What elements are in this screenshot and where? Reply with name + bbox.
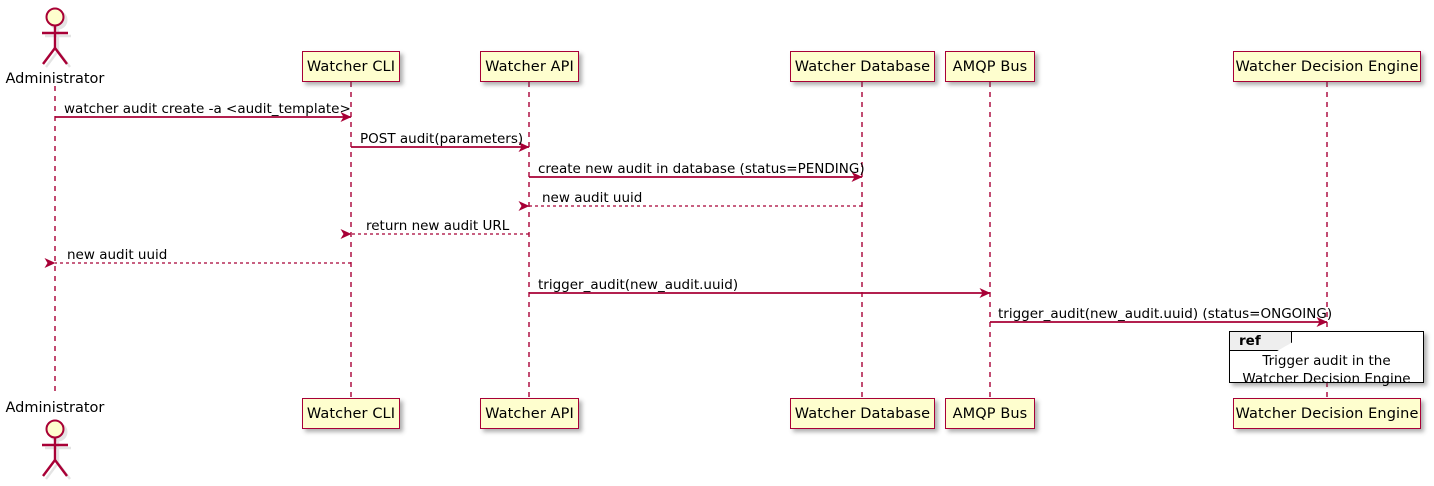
actor-label-administrator-top: Administrator [5,71,105,87]
participant-watcher-database-bottom[interactable]: Watcher Database [790,398,935,429]
actor-figures-group [42,7,71,480]
lifelines-group [54,82,1328,398]
participant-watcher-api-bottom[interactable]: Watcher API [480,398,579,429]
participant-label: AMQP Bus [952,405,1028,422]
participant-watcher-decision-engine-top[interactable]: Watcher Decision Engine [1233,51,1421,82]
actor-figure-administrator-bottom[interactable] [42,419,71,480]
message-label-1: watcher audit create -a <audit_template> [64,101,351,117]
participant-watcher-api-top[interactable]: Watcher API [480,51,579,82]
participant-label: Watcher Decision Engine [1235,58,1419,75]
participant-amqp-bus-top[interactable]: AMQP Bus [945,51,1035,82]
message-label-3: create new audit in database (status=PEN… [538,161,865,177]
participant-label: Watcher Decision Engine [1235,405,1419,422]
ref-fragment: ref Trigger audit in the Watcher Decisio… [1229,331,1424,387]
message-label-7: trigger_audit(new_audit.uuid) [538,277,739,293]
ref-fragment-body: Trigger audit in the Watcher Decision En… [1230,352,1423,388]
participant-watcher-decision-engine-bottom[interactable]: Watcher Decision Engine [1233,398,1421,429]
ref-fragment-tab-label: ref [1230,332,1292,351]
participant-label: Watcher Database [794,58,931,75]
participant-label: Watcher CLI [306,405,396,422]
ref-fragment-line-2: Watcher Decision Engine [1242,371,1411,387]
participant-label: Watcher Database [794,405,931,422]
actor-figure-administrator-top[interactable] [42,7,71,68]
message-label-5: return new audit URL [366,218,510,234]
participant-watcher-database-top[interactable]: Watcher Database [790,51,935,82]
participant-label: Watcher API [485,405,574,422]
participant-watcher-cli-top[interactable]: Watcher CLI [302,51,400,82]
message-label-8: trigger_audit(new_audit.uuid) (status=ON… [998,306,1333,322]
participant-watcher-cli-bottom[interactable]: Watcher CLI [302,398,400,429]
participant-label: Watcher CLI [306,58,396,75]
message-label-4: new audit uuid [542,190,643,206]
actor-label-administrator-bottom: Administrator [5,400,105,416]
message-arrows-group [44,112,1328,327]
message-label-6: new audit uuid [67,247,168,263]
participant-label: AMQP Bus [952,58,1028,75]
participant-amqp-bus-bottom[interactable]: AMQP Bus [945,398,1035,429]
ref-fragment-line-1: Trigger audit in the [1262,353,1391,369]
message-label-2: POST audit(parameters) [360,131,524,147]
participant-label: Watcher API [485,58,574,75]
